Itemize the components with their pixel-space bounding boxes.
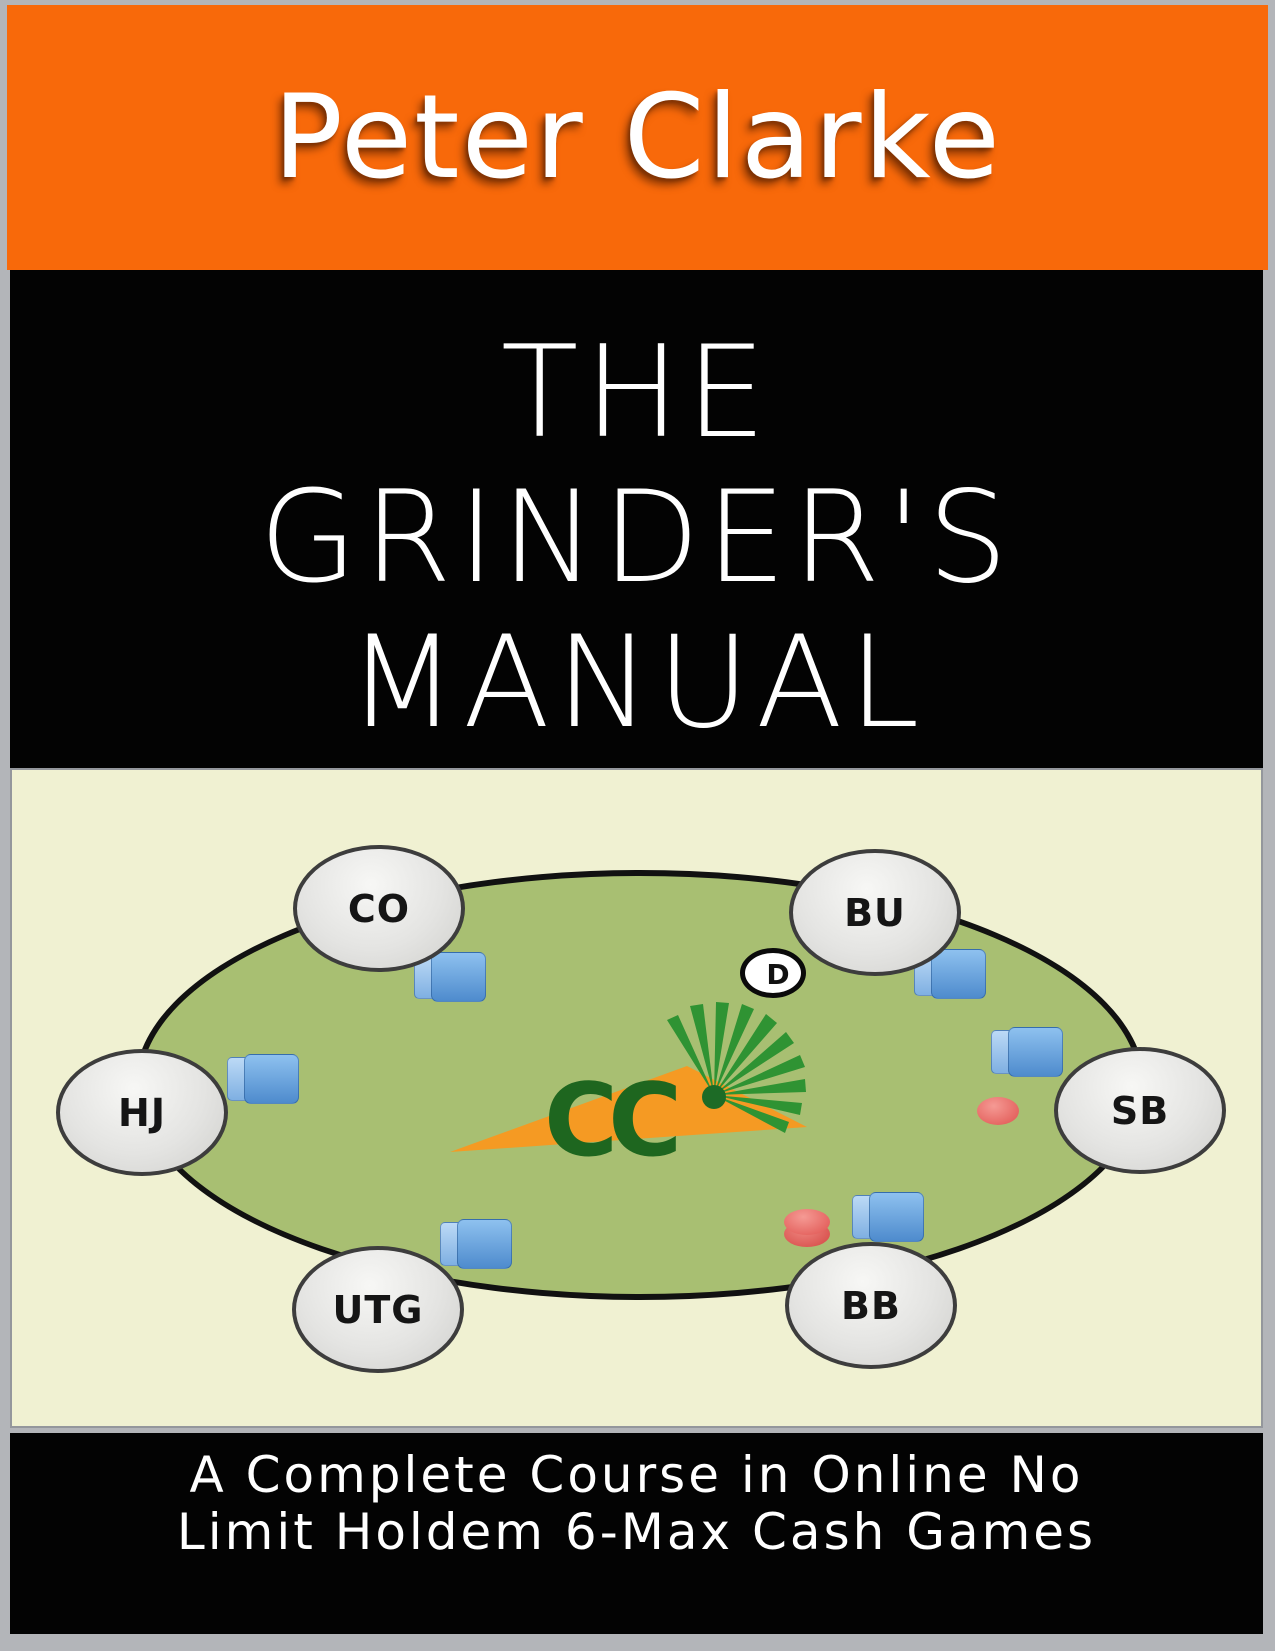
seat-bb-label: BB <box>841 1283 901 1328</box>
chip-front <box>431 952 486 1002</box>
seat-sb-label: SB <box>1110 1088 1170 1133</box>
chip-front <box>457 1219 512 1269</box>
title-line-1: THE <box>500 318 773 466</box>
title-band: THE GRINDER'S MANUAL <box>10 270 1263 768</box>
seat-hj-label: HJ <box>118 1090 166 1135</box>
seat-co: CO <box>293 845 465 972</box>
seat-utg: UTG <box>292 1246 464 1373</box>
red-chip-top <box>784 1209 830 1235</box>
title-line-2: GRINDER'S <box>259 463 1014 611</box>
subtitle-line-1: A Complete Course in Online No <box>189 1446 1084 1504</box>
poker-table-illustration-panel: CC D CO BU HJ SB UTG BB <box>10 768 1263 1428</box>
author-name: Peter Clarke <box>272 70 1002 205</box>
chip-stack-sb-icon <box>991 1027 1063 1077</box>
chip-front <box>244 1054 299 1104</box>
small-blind-chip-icon <box>977 1097 1019 1125</box>
big-blind-chip-stack-icon <box>784 1209 830 1247</box>
carrot-corner-logo: CC <box>450 1002 807 1179</box>
chip-stack-bb-icon <box>852 1192 924 1242</box>
author-band: Peter Clarke <box>7 5 1268 270</box>
subtitle-band: A Complete Course in Online No Limit Hol… <box>10 1433 1263 1634</box>
chip-front <box>931 949 986 999</box>
chip-stack-hj-icon <box>227 1054 299 1104</box>
seat-bu-label: BU <box>844 890 906 935</box>
carrot-leaves-icon <box>667 1002 806 1133</box>
seat-bb: BB <box>785 1242 957 1369</box>
dealer-button-label: D <box>766 957 790 991</box>
seat-co-label: CO <box>347 886 411 931</box>
title-line-3: MANUAL <box>347 608 926 756</box>
seat-utg-label: UTG <box>332 1287 424 1332</box>
chip-front <box>1008 1027 1063 1077</box>
chip-front <box>869 1192 924 1242</box>
leaf-knot <box>702 1085 726 1109</box>
dealer-button: D <box>740 948 806 998</box>
seat-hj: HJ <box>56 1049 228 1176</box>
logo-text: CC <box>544 1061 676 1179</box>
seat-sb: SB <box>1054 1047 1226 1174</box>
subtitle-line-2: Limit Holdem 6-Max Cash Games <box>176 1503 1097 1561</box>
seat-bu: BU <box>789 849 961 976</box>
chip-stack-utg-icon <box>440 1219 512 1269</box>
